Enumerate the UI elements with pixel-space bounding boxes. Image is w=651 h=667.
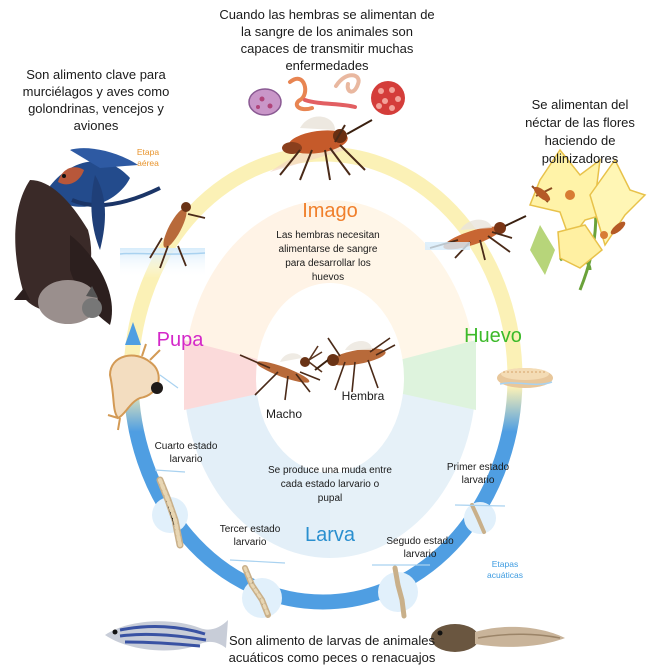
pathogens-group — [249, 75, 405, 115]
zebrafish-icon — [105, 620, 228, 650]
male-label: Macho — [258, 407, 310, 421]
female-label: Hembra — [332, 389, 394, 403]
annotation-top-left: Son alimento clave para murciélagos y av… — [8, 66, 184, 134]
lily-flowers-icon — [530, 150, 645, 290]
first-larval-stage-label: Primer estado larvario — [440, 461, 516, 487]
annotation-bottom: Son alimento de larvas de animales acuát… — [222, 632, 442, 666]
aerial-phase-label: Etapa aérea — [126, 147, 170, 169]
stage-label-imago: Imago — [280, 200, 380, 223]
parasite-icon — [290, 79, 312, 109]
blood-worm-icon — [305, 100, 355, 107]
stage-label-pupa: Pupa — [145, 329, 215, 352]
egg-raft-icon — [497, 368, 553, 388]
tadpole-icon — [431, 624, 565, 652]
females-blood-note: Las hembras necesitan alimentarse de san… — [268, 229, 388, 285]
biting-mosquito-icon — [270, 116, 372, 180]
pupa-icon — [108, 344, 178, 430]
third-larval-stage-label: Tercer estado larvario — [212, 523, 288, 549]
larva-3-icon — [230, 560, 285, 618]
cell-icon — [249, 89, 281, 115]
center-hole — [256, 283, 404, 473]
aquatic-phase-label: Etapas acuáticas — [480, 559, 530, 581]
annotation-top-right: Se alimentan del néctar de las flores ha… — [512, 96, 648, 168]
molt-note: Se produce una muda entre cada estado la… — [268, 464, 392, 506]
fourth-larval-stage-label: Cuarto estado larvario — [148, 440, 224, 466]
stage-label-larva: Larva — [292, 524, 368, 547]
stage-label-huevo: Huevo — [455, 325, 531, 348]
second-larval-stage-label: Segudo estado larvario — [380, 535, 460, 561]
annotation-top: Cuando las hembras se alimentan de la sa… — [218, 6, 436, 74]
worm-icon — [336, 75, 359, 91]
